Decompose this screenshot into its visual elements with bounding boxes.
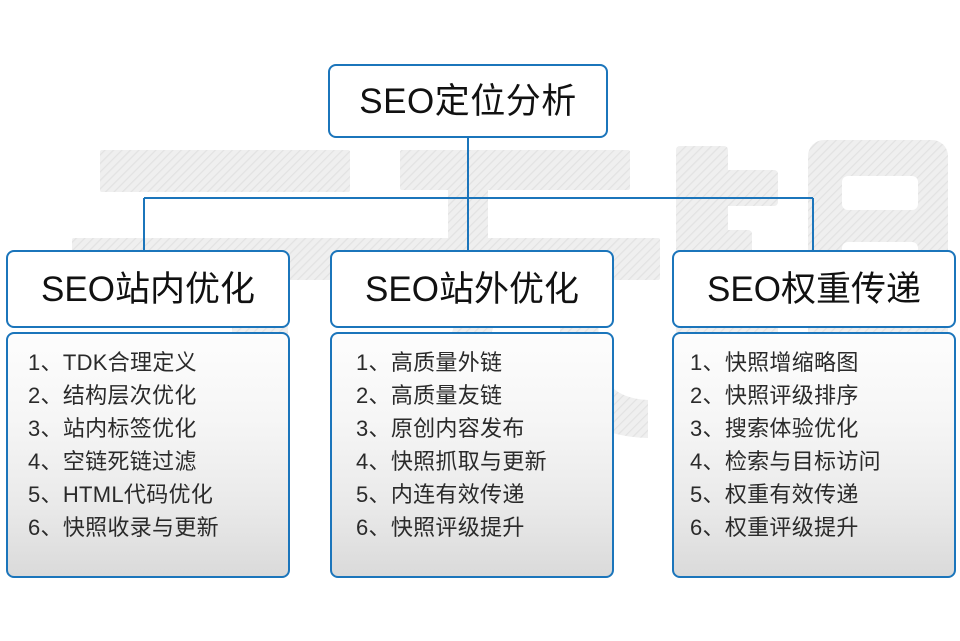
list-item: 5、内连有效传递 [356, 482, 525, 507]
list-item: 1、高质量外链 [356, 350, 503, 375]
branch-item-list-1: 1、TDK合理定义 2、结构层次优化 3、站内标签优化 4、空链死链过滤 5、H… [8, 346, 288, 544]
list-item: 6、快照评级提升 [356, 515, 525, 540]
branch-header-label-3: SEO权重传递 [707, 269, 921, 309]
branch-header-label-2: SEO站外优化 [365, 269, 579, 309]
list-item: 4、检索与目标访问 [690, 449, 881, 474]
list-item: 5、HTML代码优化 [28, 482, 214, 507]
root-node[interactable]: SEO定位分析 [328, 64, 608, 138]
branch-item-list-3: 1、快照增缩略图 2、快照评级排序 3、搜索体验优化 4、检索与目标访问 5、权… [674, 346, 954, 544]
list-item: 6、权重评级提升 [690, 515, 859, 540]
list-item: 2、快照评级排序 [690, 383, 859, 408]
branch-header-1[interactable]: SEO站内优化 [6, 250, 290, 328]
branch-header-2[interactable]: SEO站外优化 [330, 250, 614, 328]
root-node-label: SEO定位分析 [359, 81, 577, 121]
list-item: 4、空链死链过滤 [28, 449, 197, 474]
branch-body-1: 1、TDK合理定义 2、结构层次优化 3、站内标签优化 4、空链死链过滤 5、H… [6, 332, 290, 578]
branch-body-3: 1、快照增缩略图 2、快照评级排序 3、搜索体验优化 4、检索与目标访问 5、权… [672, 332, 956, 578]
list-item: 3、站内标签优化 [28, 416, 197, 441]
list-item: 2、高质量友链 [356, 383, 503, 408]
list-item: 5、权重有效传递 [690, 482, 859, 507]
list-item: 1、快照增缩略图 [690, 350, 859, 375]
branch-header-label-1: SEO站内优化 [41, 269, 255, 309]
list-item: 6、快照收录与更新 [28, 515, 219, 540]
list-item: 3、搜索体验优化 [690, 416, 859, 441]
branch-body-2: 1、高质量外链 2、高质量友链 3、原创内容发布 4、快照抓取与更新 5、内连有… [330, 332, 614, 578]
list-item: 3、原创内容发布 [356, 416, 525, 441]
list-item: 4、快照抓取与更新 [356, 449, 547, 474]
branch-header-3[interactable]: SEO权重传递 [672, 250, 956, 328]
list-item: 2、结构层次优化 [28, 383, 197, 408]
branch-item-list-2: 1、高质量外链 2、高质量友链 3、原创内容发布 4、快照抓取与更新 5、内连有… [332, 346, 612, 544]
list-item: 1、TDK合理定义 [28, 350, 197, 375]
